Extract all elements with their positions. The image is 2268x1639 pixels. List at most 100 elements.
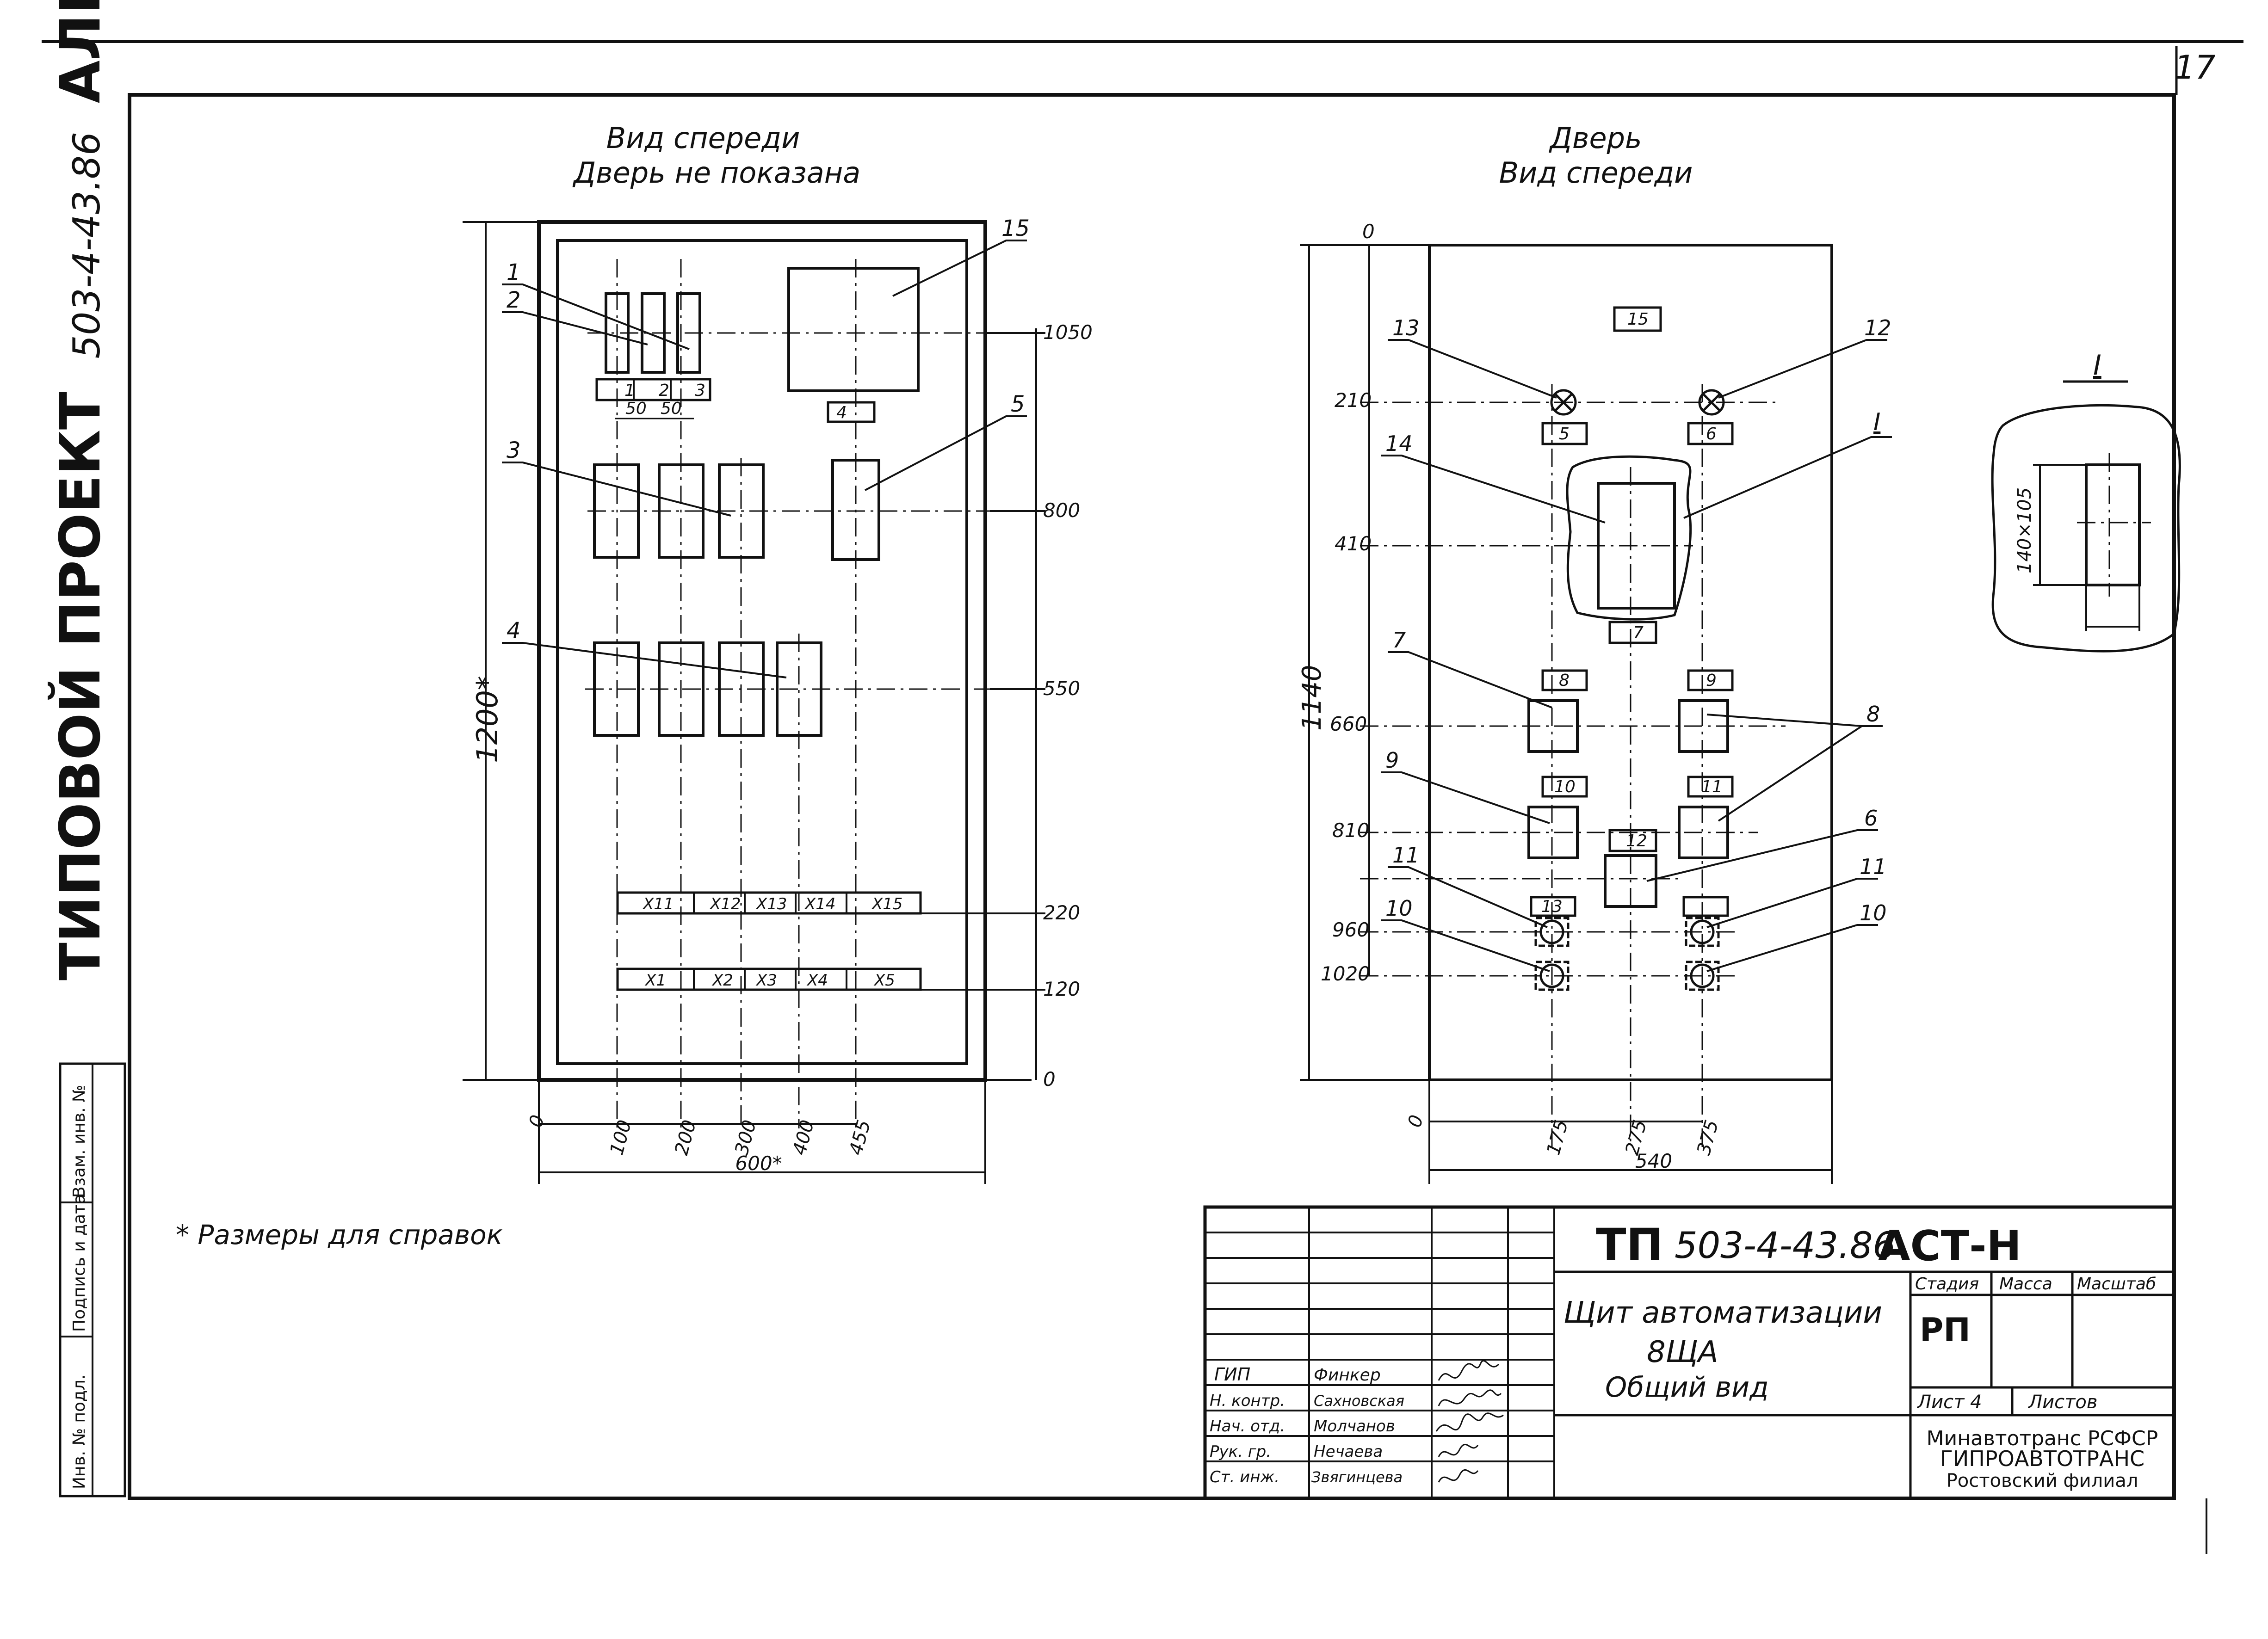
door-overall-height: 1140	[1297, 665, 1327, 731]
callout-2: 2	[507, 287, 521, 313]
door-label-7	[1608, 621, 1657, 644]
door-label-12	[1608, 829, 1657, 852]
door-label-5	[1541, 422, 1588, 445]
door-y-410: 410	[1335, 532, 1372, 555]
side-title-text: ТИПОВОЙ ПРОЕКТ	[48, 392, 113, 980]
door-view: Дверь Вид спереди 15 5 6 7 8 9 10 11 12 …	[1297, 121, 1892, 1184]
org-line-2: ГИПРОАВТОТРАНС	[1940, 1446, 2144, 1471]
door-label-9-text: 9	[1706, 671, 1717, 690]
door-x-175: 175	[1543, 1118, 1572, 1158]
slot-label-2: 2	[659, 381, 669, 400]
title-block: ГИП Н. контр. Нач. отд. Рук. гр. Ст. инж…	[1203, 1205, 2176, 1500]
door-callout-11-right: 11	[1860, 854, 1887, 879]
door-label-9	[1687, 669, 1734, 691]
door-x-0: 0	[1404, 1113, 1428, 1129]
door-y-960: 960	[1332, 918, 1369, 941]
terminal-x15: X15	[871, 895, 903, 913]
door-label-8-text: 8	[1559, 671, 1570, 690]
door-view-subtitle: Вид спереди	[1499, 156, 1693, 190]
door-callout-13: 13	[1392, 315, 1420, 340]
role-norm-control: Н. контр.	[1210, 1392, 1285, 1410]
org-line-1: Минавтотранс РСФСР	[1927, 1427, 2158, 1450]
code-prefix: ТП	[1596, 1219, 1663, 1271]
front-view-subtitle: Дверь не показана	[572, 156, 861, 190]
mass-header: Масса	[1999, 1275, 2052, 1294]
sheets-label: Листов	[2027, 1392, 2097, 1413]
footnote: * Размеры для справок	[176, 1219, 503, 1251]
door-y-660: 660	[1330, 713, 1367, 735]
title-name-3: Общий вид	[1605, 1371, 1769, 1404]
door-label-15	[1613, 306, 1662, 332]
door-label-6-text: 6	[1706, 425, 1717, 444]
door-outline	[1428, 244, 1833, 1081]
callout-4: 4	[507, 618, 521, 644]
front-overall-width: 600*	[735, 1152, 782, 1175]
callout-3: 3	[507, 437, 521, 463]
label-4	[827, 401, 876, 423]
scale-header: Масштаб	[2077, 1275, 2156, 1294]
role-senior-engineer: Ст. инж.	[1210, 1468, 1279, 1486]
org-line-3: Ростовский филиал	[1947, 1470, 2138, 1491]
door-label-13	[1530, 896, 1576, 917]
spacing-dim-2: 50	[661, 399, 682, 418]
side-stamp-3: Взам. инв. №	[70, 1085, 89, 1198]
door-callout-14: 14	[1385, 431, 1413, 456]
name-molchanov: Молчанов	[1314, 1417, 1395, 1436]
front-y-0: 0	[1043, 1068, 1056, 1091]
door-label-15-text: 15	[1627, 310, 1649, 329]
slot-label-4: 4	[836, 403, 847, 422]
push-buttons	[1534, 917, 1720, 991]
slot-label-1: 1	[624, 381, 635, 400]
project-code: 503-4-43.86	[1675, 1225, 1896, 1267]
door-label-8	[1541, 669, 1588, 691]
terminal-strip-top	[616, 891, 922, 915]
front-y-550: 550	[1043, 677, 1080, 700]
door-callout-10-right: 10	[1860, 900, 1887, 925]
terminal-x2: X2	[711, 971, 733, 990]
door-label-14	[1682, 896, 1729, 917]
role-group-lead: Рук. гр.	[1210, 1442, 1271, 1461]
front-view-title: Вид спереди	[606, 121, 800, 155]
front-x-0: 0	[525, 1113, 549, 1129]
stage-value: РП	[1920, 1311, 1971, 1349]
cutout-region	[1566, 455, 1692, 621]
label-strip-top	[595, 378, 711, 401]
terminal-x5: X5	[873, 971, 895, 990]
detail-view: I 140×105	[1991, 349, 2181, 653]
callout-5: 5	[1011, 391, 1025, 417]
document-suffix: АСТ-Н	[1878, 1222, 2021, 1270]
device-15	[787, 267, 920, 392]
name-nechaeva: Нечаева	[1314, 1442, 1383, 1461]
door-overall-width: 540	[1635, 1150, 1672, 1172]
terminal-x14: X14	[804, 895, 836, 913]
terminal-x12: X12	[709, 895, 741, 913]
terminal-x11: X11	[642, 895, 674, 913]
door-y-0: 0	[1362, 220, 1375, 243]
door-y-210: 210	[1335, 389, 1372, 412]
sheet-label: Лист 4	[1916, 1392, 1982, 1413]
side-title: ТИПОВОЙ ПРОЕКТ 503-4-43.86 АЛЬБОМ V Инв.…	[48, 0, 126, 1497]
detail-device	[2085, 463, 2141, 586]
role-gip: ГИП	[1214, 1364, 1250, 1385]
door-y-810: 810	[1332, 819, 1369, 842]
title-name-1: Щит автоматизации	[1563, 1296, 1882, 1330]
front-overall-height: 1200*	[470, 676, 504, 763]
callout-1: 1	[507, 259, 521, 285]
role-dept-head: Нач. отд.	[1210, 1417, 1285, 1436]
door-callout-11-left: 11	[1392, 843, 1420, 868]
sheet-frame: 17	[42, 40, 2243, 1554]
spacing-dim-1: 50	[625, 399, 647, 418]
detail-dimension: 140×105	[2014, 487, 2035, 573]
terminal-x3: X3	[755, 971, 777, 990]
name-sakhnovskaya: Сахновская	[1314, 1392, 1404, 1410]
door-callout-I: I	[1873, 408, 1880, 436]
door-callout-6: 6	[1864, 806, 1878, 831]
detail-cutout	[1991, 404, 2181, 653]
name-zvyagintseva: Звягинцева	[1311, 1468, 1403, 1486]
side-code: 503-4-43.86	[65, 132, 108, 358]
door-callout-9: 9	[1385, 748, 1399, 773]
door-x-375: 375	[1693, 1118, 1723, 1158]
sheet-number: 17	[2174, 49, 2215, 86]
front-view: Вид спереди Дверь не показана 1200* 1 2 …	[463, 121, 1093, 1184]
